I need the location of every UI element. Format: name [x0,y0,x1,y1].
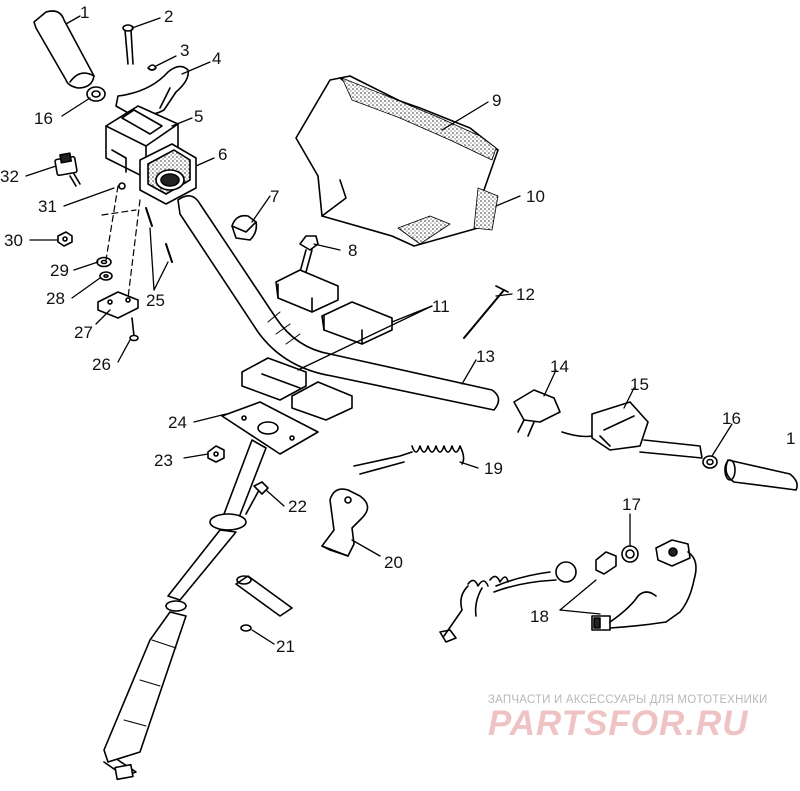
callout-1-right: 1 [786,429,795,448]
kill-switch [54,152,81,187]
callout-30: 30 [4,231,23,250]
lower-clamps [241,357,353,421]
callout-16-left: 16 [34,109,53,128]
callout-11: 11 [432,297,450,316]
callout-28: 28 [46,289,65,308]
callout-23: 23 [154,451,173,470]
callout-5: 5 [194,107,203,126]
mounting-plate [221,401,319,455]
callout-17: 17 [622,495,641,514]
washer-29 [96,256,112,268]
callout-13: 13 [476,347,495,366]
pin [122,24,134,65]
right-grip-end-cap [702,455,718,469]
housing-cover [139,143,197,205]
steering-column [103,439,267,781]
callout-22: 22 [288,497,307,516]
brake-lever-bracket [513,389,561,437]
callout-9: 9 [492,91,501,110]
clip [147,64,157,71]
ignition-switch [621,539,697,623]
callout-18: 18 [530,607,549,626]
handlebar [177,195,500,411]
bracket [321,488,369,557]
callout-19: 19 [484,459,503,478]
watermark-tagline: ЗАПЧАСТИ И АКСЕССУАРЫ ДЛЯ МОТОТЕХНИКИ [488,694,768,706]
callout-6: 6 [218,145,227,164]
callout-12: 12 [516,285,535,304]
callout-2: 2 [164,7,173,26]
callout-8: 8 [348,241,357,260]
callout-29: 29 [50,261,69,280]
nut-23 [207,445,225,463]
nut-30 [57,231,73,247]
callout-14: 14 [550,357,569,376]
coil-cable [353,445,465,475]
bolt-8 [299,235,319,273]
screw-31 [118,182,126,190]
left-grip-end-cap [86,86,106,102]
assembly-lines [101,185,141,299]
callout-26: 26 [92,355,111,374]
clamp-plate [97,291,139,319]
screws-25 [145,207,173,263]
screw-26 [129,317,139,342]
callout-24: 24 [168,413,187,432]
leader-lines [25,15,733,645]
callout-25: 25 [146,291,165,310]
windshield-hood [295,75,499,247]
cable-tie [463,285,509,339]
bolt-22 [245,481,269,515]
callout-27: 27 [74,323,93,342]
watermark-logo: PARTSFOR.RU [488,704,749,743]
left-grip [33,10,95,89]
callout-32: 32 [0,167,19,186]
callout-15: 15 [630,375,649,394]
callout-4: 4 [212,49,221,68]
brake-lever [561,401,703,459]
callout-31: 31 [38,197,57,216]
spring-coils [467,575,509,587]
callout-21: 21 [276,637,295,656]
spacer-21 [235,575,293,632]
washer-28 [99,271,113,281]
callout-10: 10 [526,187,545,206]
callout-20: 20 [384,553,403,572]
throttle-lever [115,65,190,117]
key-lock-assembly [439,551,667,643]
callout-7: 7 [270,187,279,206]
cap [231,214,258,241]
callout-1-left: 1 [80,3,89,22]
callout-3: 3 [180,41,189,60]
right-grip [724,459,798,491]
callout-16-right: 16 [722,409,741,428]
callout-labels: 1 2 3 4 16 5 6 32 31 30 29 28 25 27 26 7… [0,3,795,656]
